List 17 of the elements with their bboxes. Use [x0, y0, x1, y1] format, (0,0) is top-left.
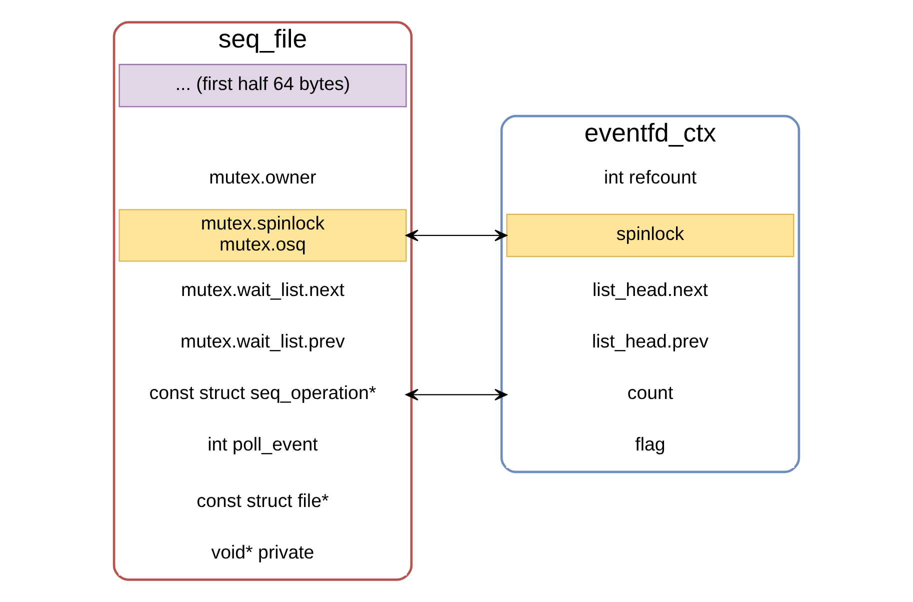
node-text: void* private	[211, 541, 314, 562]
node-text: mutex.owner	[209, 166, 316, 188]
node-box: mutex.spinlock mutex.osq	[118, 209, 407, 262]
node-text: count	[627, 382, 674, 404]
node-text: mutex.wait_list.next	[181, 279, 344, 300]
node-text: const struct seq_operation*	[149, 382, 376, 404]
node-box: spinlock	[506, 214, 794, 258]
node-text: flag	[635, 434, 666, 455]
arrow	[406, 230, 508, 242]
node-text: int poll_event	[208, 434, 318, 455]
node-text: const struct file*	[196, 490, 329, 511]
node-box: ... (first half 64 bytes)	[118, 64, 407, 108]
node-text: mutex.wait_list.prev	[180, 330, 345, 352]
arrow	[406, 388, 508, 401]
node-text: int refcount	[604, 166, 697, 188]
node-text: list_head.next	[592, 279, 708, 300]
node-text: list_head.prev	[592, 330, 709, 352]
